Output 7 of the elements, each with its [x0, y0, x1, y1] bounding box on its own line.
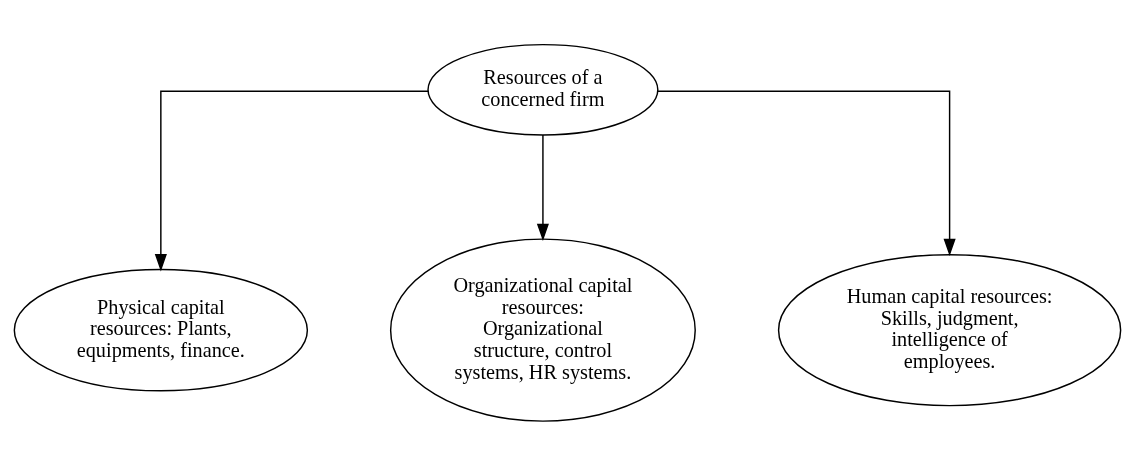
arrow	[536, 133, 549, 241]
node-ellipse: Resources of a concerned firm	[427, 43, 659, 136]
node-ellipse: Human capital resources: Skills, judgment, intelligence of employees.	[777, 253, 1122, 406]
arrow	[657, 90, 956, 256]
node-ellipse: Organizational capital resources: Organizational structure, control systems, HR systems.	[389, 237, 696, 422]
arrow	[154, 90, 429, 271]
node-ellipse: Physical capital resources: Plants, equipments, finance.	[13, 268, 309, 392]
